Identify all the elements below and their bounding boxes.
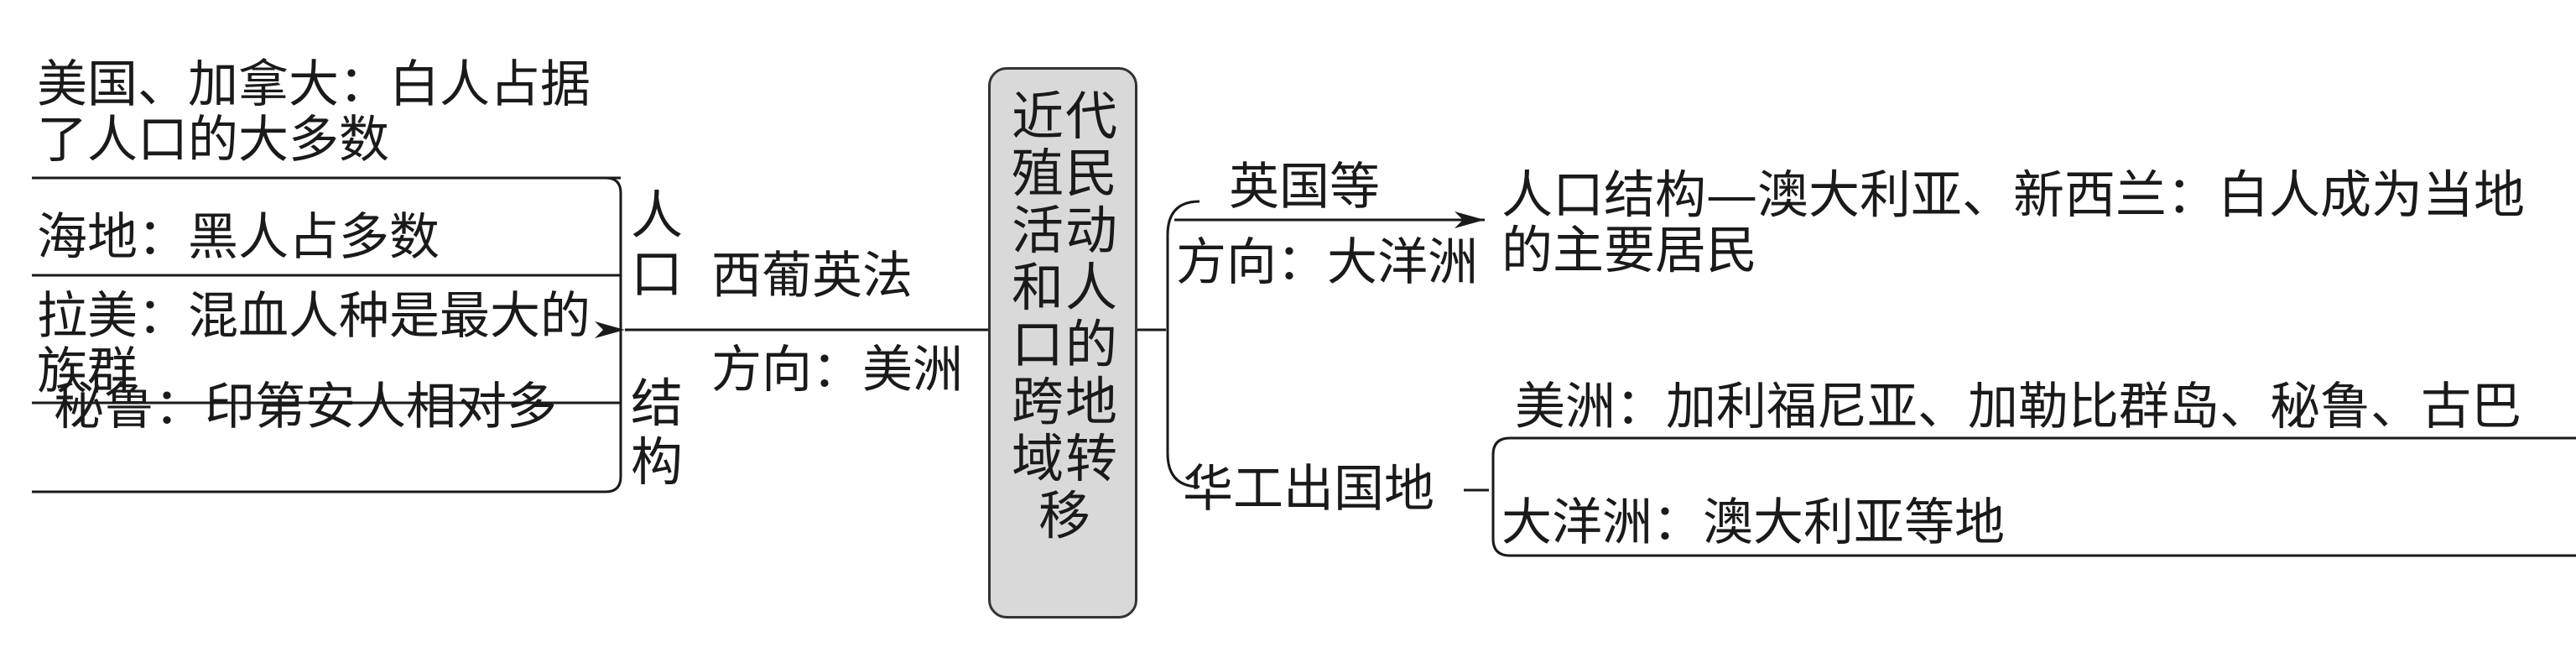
central-topic-box: 近代殖民活动和人口的跨地域转移 (988, 67, 1137, 619)
left-item-haiti: 海地：黑人占多数 (37, 208, 440, 267)
central-topic-text: 近代殖民活动和人口的跨地域转移 (1011, 86, 1119, 546)
right-lower-item-oceania: 大洋洲：澳大利亚等地 (1501, 493, 2005, 552)
left-arrow-label-top: 西葡英法 (711, 247, 913, 305)
right-upper-result: 人口结构—澳大利亚、新西兰：白人成为当地的主要居民 (1501, 165, 2526, 280)
right-brace (1166, 200, 1200, 488)
left-item-peru: 秘鲁：印第安人相对多 (54, 378, 557, 436)
right-upper-arrow-label-bottom: 方向：大洋洲 (1176, 233, 1478, 292)
right-lower-item-americas: 美洲：加利福尼亚、加勒比群岛、秘鲁、古巴 (1515, 378, 2521, 436)
right-lower-bracket (1491, 436, 2576, 557)
left-side-label-top: 人口 (631, 185, 684, 305)
left-item-latin-america: 拉美：混血人种是最大的族群 (37, 287, 591, 401)
left-item-usa-canada: 美国、加拿大：白人占据了人口的大多数 (37, 55, 591, 170)
right-upper-arrow-label-top: 英国等 (1229, 158, 1380, 217)
left-arrow-label-bottom: 方向：美洲 (711, 341, 963, 399)
right-lower-label: 华工出国地 (1183, 460, 1434, 519)
left-side-label-bottom: 结构 (631, 373, 684, 493)
